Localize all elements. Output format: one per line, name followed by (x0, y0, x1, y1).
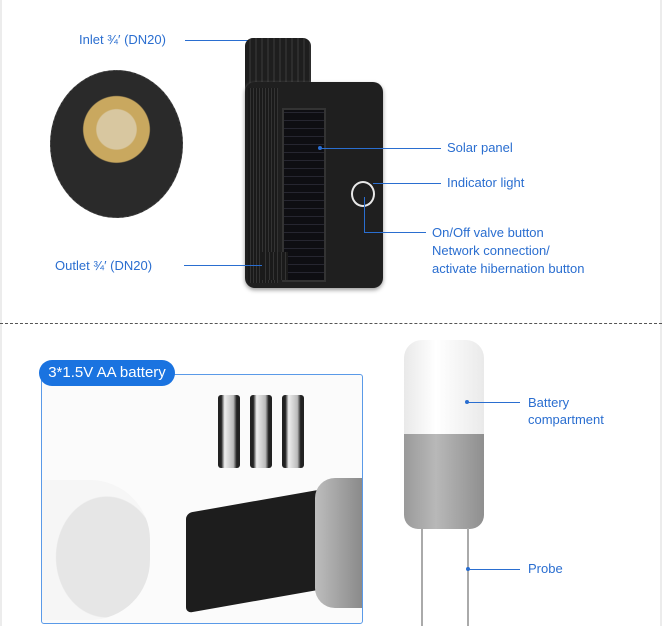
probe-left (421, 528, 423, 626)
button-label-line-2: Network connection/ (432, 243, 550, 258)
solar-panel-leader (320, 148, 441, 149)
aa-battery-1 (218, 395, 240, 468)
aa-battery-2 (250, 395, 272, 468)
indicator-light-leader (373, 183, 441, 184)
button-label-line-1: On/Off valve button (432, 225, 544, 240)
outlet-leader (184, 265, 262, 266)
outlet-connector (262, 252, 288, 280)
button-leader-vertical (364, 197, 365, 233)
button-label-line-3: activate hibernation button (432, 261, 585, 276)
battery-compartment-label-1: Battery (528, 395, 570, 410)
aa-battery-3 (282, 395, 304, 468)
right-border (660, 0, 662, 626)
sensor-top-white (404, 340, 484, 434)
inlet-leader (185, 40, 262, 41)
battery-badge: 3*1.5V AA battery (39, 360, 175, 386)
sensor-bottom-gray (404, 434, 484, 529)
probe-right (467, 528, 469, 626)
button-leader (364, 232, 426, 233)
battery-compartment-label-2: compartment (528, 412, 604, 427)
indicator-light-label: Indicator light (447, 175, 525, 190)
inlet-closeup-image (50, 70, 183, 218)
solar-panel-label: Solar panel (447, 140, 513, 155)
sensor-housing (315, 478, 362, 608)
probe-label: Probe (528, 561, 563, 576)
outlet-label: Outlet ¾′ (DN20) (55, 258, 153, 273)
body-ribs (248, 88, 278, 283)
indicator-light-ring (351, 181, 375, 207)
battery-cap (42, 480, 150, 620)
battery-compartment-leader (467, 402, 520, 403)
section-divider (0, 323, 662, 324)
probe-leader (468, 569, 520, 570)
left-border (0, 0, 2, 626)
inlet-label: Inlet ¾′ (DN20) (79, 32, 166, 47)
solar-panel (282, 108, 326, 282)
